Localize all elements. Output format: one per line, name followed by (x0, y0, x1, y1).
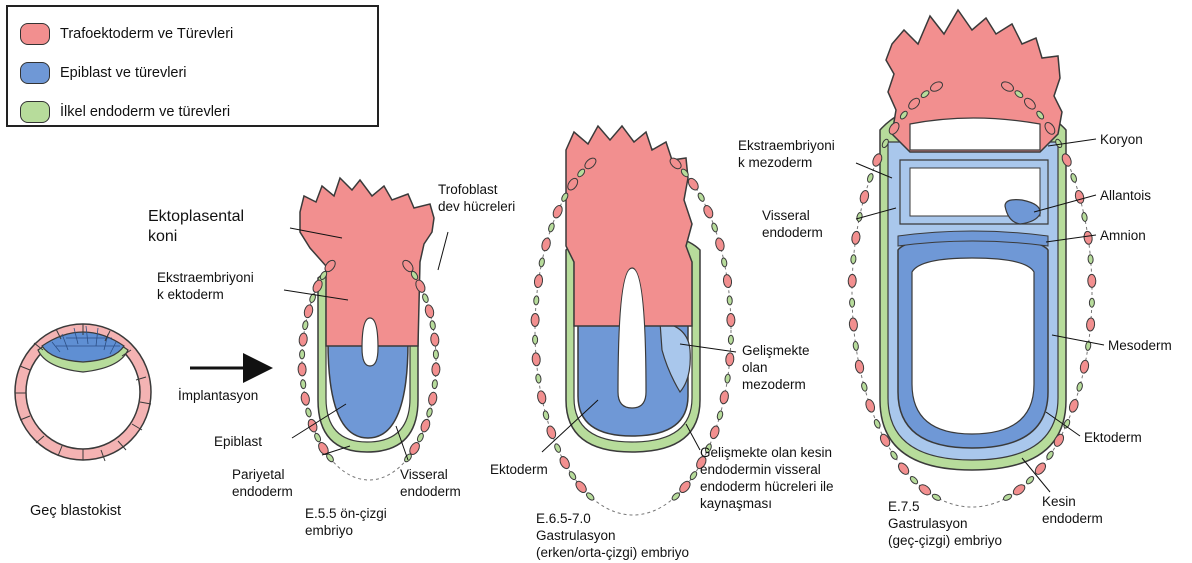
caption-e55: E.5.5 ön-çizgi embriyo (305, 505, 387, 539)
e75-amniotic-cavity (912, 258, 1034, 434)
parietal-endoderm-cell (432, 379, 438, 388)
label-chorion: Koryon (1100, 131, 1143, 148)
legend-label: İlkel endoderm ve türevleri (60, 103, 230, 121)
trophoblast-giant-cell (531, 313, 539, 326)
embryo-e55 (298, 178, 440, 480)
label-extraembryonic-mesoderm: Ekstraembriyoni k mezoderm (738, 137, 835, 171)
legend-label: Trafoektoderm ve Türevleri (60, 25, 233, 43)
label-amnion: Amnion (1100, 227, 1146, 244)
parietal-endoderm-cell (849, 298, 854, 307)
label-trophoblast-giant-cells: Trofoblast dev hücreleri (438, 181, 515, 215)
trophoblast-giant-cell (727, 313, 735, 326)
epiblast-swatch-icon (20, 62, 50, 84)
legend-label: Epiblast ve türevleri (60, 64, 187, 82)
label-e75-ectoderm: Ektoderm (1084, 429, 1142, 446)
blastocyst (15, 324, 151, 461)
trophoblast-giant-cell (848, 274, 856, 287)
legend: Trafoektoderm ve Türevleri Epiblast ve t… (6, 5, 379, 127)
label-mesoderm: Mesoderm (1108, 337, 1172, 354)
implantation-label: İmplantasyon (178, 387, 258, 404)
label-parietal-endoderm: Pariyetal endoderm (232, 466, 293, 500)
e75-ectoplacental-cavity (910, 118, 1040, 150)
parietal-endoderm-cell (300, 379, 306, 388)
parietal-endoderm-cell (727, 296, 733, 305)
parietal-endoderm-cell (728, 335, 733, 344)
parietal-endoderm-cell (532, 335, 537, 344)
trophectoderm-swatch-icon (20, 23, 50, 45)
label-ectoplacental-cone: Ektoplasental koni (148, 207, 244, 247)
label-epiblast: Epiblast (214, 433, 262, 450)
blastocyst-caption: Geç blastokist (30, 503, 121, 520)
label-e55-visceral-endoderm: Visseral endoderm (400, 466, 461, 500)
caption-e65: E.6.5-7.0 Gastrulasyon (erken/orta-çizgi… (536, 510, 689, 561)
label-extraembryonic-ectoderm: Ekstraembriyoni k ektoderm (157, 269, 254, 303)
trophoblast-giant-cell (432, 363, 440, 376)
label-definitive-endoderm: Kesin endoderm (1042, 493, 1103, 527)
trophoblast-giant-cell (1088, 274, 1096, 287)
parietal-endoderm-cell (533, 296, 539, 305)
embryo-e75 (848, 10, 1096, 507)
label-e75-visceral-endoderm: Visseral endoderm (762, 207, 823, 241)
parietal-endoderm-cell (1088, 255, 1094, 264)
parietal-endoderm-cell (299, 350, 304, 359)
label-developing-mesoderm: Gelişmekte olan mezoderm (742, 342, 810, 393)
e55-proamniotic-cavity (362, 318, 378, 366)
primitive-endoderm-swatch-icon (20, 101, 50, 123)
label-endoderm-fusion: Gelişmekte olan kesin endodermin vissera… (700, 444, 834, 512)
caption-e75: E.7.5 Gastrulasyon (geç-çizgi) embriyo (888, 498, 1002, 549)
parietal-endoderm-cell (433, 350, 438, 359)
trophoblast-giant-cell (298, 363, 306, 376)
parietal-endoderm-cell (1089, 298, 1094, 307)
label-e65-ectoderm: Ektoderm (490, 461, 548, 478)
parietal-endoderm-cell (851, 255, 857, 264)
label-allantois: Allantois (1100, 187, 1151, 204)
